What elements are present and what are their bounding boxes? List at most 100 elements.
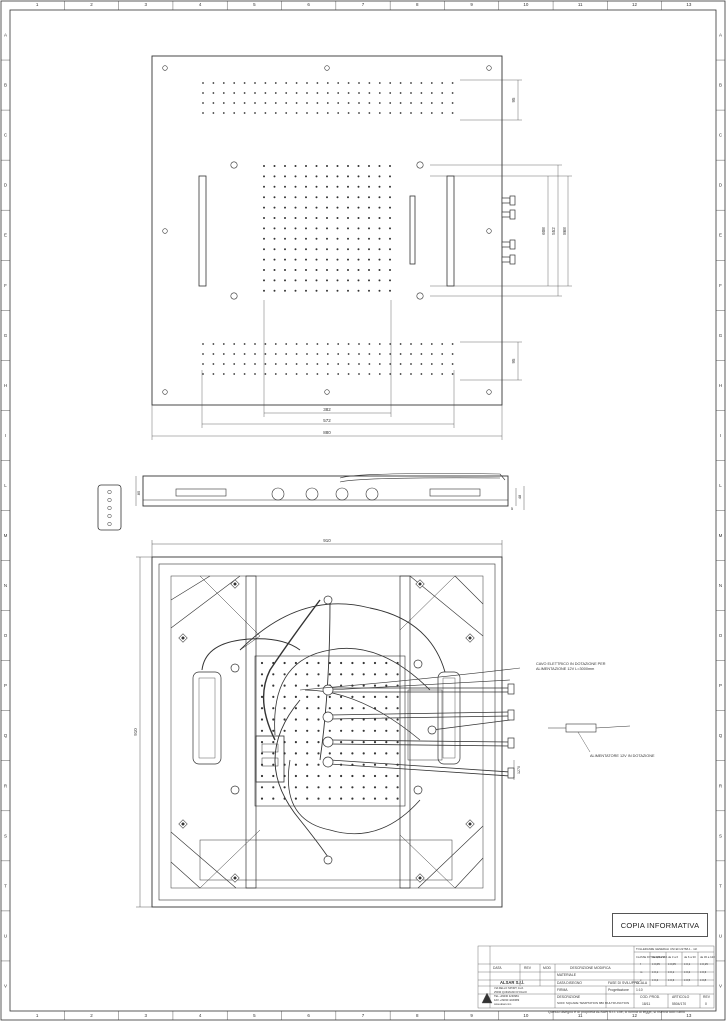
plate-hole xyxy=(317,741,320,744)
plate-hole xyxy=(272,695,275,699)
nozzle xyxy=(389,248,391,251)
plate-hole xyxy=(373,684,377,687)
nozzle xyxy=(264,92,267,94)
nozzle xyxy=(254,353,256,355)
plate-hole xyxy=(272,797,275,800)
nozzle xyxy=(337,102,340,104)
plate-hole xyxy=(373,673,377,676)
screw xyxy=(486,389,492,395)
svg-text:TEL +39030 4230981: TEL +39030 4230981 xyxy=(494,994,519,998)
nozzle xyxy=(378,353,381,355)
plate-hole xyxy=(272,729,275,732)
nozzle xyxy=(347,353,350,355)
inner-frame xyxy=(9,9,717,1012)
plate-hole xyxy=(351,661,354,665)
plate-hole xyxy=(373,741,377,744)
svg-text:CLASSE DI TOLLERANZA: CLASSE DI TOLLERANZA xyxy=(636,955,667,959)
nozzle xyxy=(347,92,350,94)
nozzle xyxy=(389,269,391,271)
nozzle xyxy=(306,102,308,104)
plate-hole xyxy=(328,752,331,755)
nozzle xyxy=(315,175,318,178)
nozzle xyxy=(358,373,360,375)
grid-row-label: V xyxy=(4,983,7,988)
nozzle xyxy=(294,165,297,167)
toll-value: ± 0,05 xyxy=(652,962,660,966)
nozzle xyxy=(389,175,391,178)
plate-hole xyxy=(396,695,399,699)
nozzle xyxy=(347,237,349,240)
grid-row-label: T xyxy=(719,883,722,888)
nozzle xyxy=(305,269,307,271)
nozzle xyxy=(347,373,350,375)
grid-col-label: 9 xyxy=(470,1013,473,1018)
plate-hole xyxy=(306,661,309,665)
nozzle xyxy=(378,206,381,209)
svg-text:COD. PROD.: COD. PROD. xyxy=(640,995,660,999)
screw xyxy=(162,65,168,71)
nozzle xyxy=(243,363,246,365)
nozzle xyxy=(202,82,204,84)
plate-hole xyxy=(306,729,309,732)
nozzle xyxy=(389,279,391,282)
nozzle xyxy=(337,353,340,355)
plate-hole xyxy=(260,797,264,800)
nozzle xyxy=(294,269,297,271)
nozzle xyxy=(378,82,381,84)
nozzle xyxy=(337,82,340,84)
nozzle xyxy=(368,185,370,188)
nozzle xyxy=(326,112,329,114)
nozzle xyxy=(254,343,256,345)
nozzle xyxy=(294,175,297,178)
screw xyxy=(324,65,330,71)
nozzle xyxy=(368,353,371,355)
svg-text:www.alsar.com: www.alsar.com xyxy=(494,1002,511,1006)
grid-row-label: A xyxy=(4,33,7,38)
grid-col-label: 2 xyxy=(90,1013,93,1018)
plate-hole xyxy=(351,774,354,778)
plate-hole xyxy=(306,763,309,766)
nozzle xyxy=(315,185,318,188)
nozzle xyxy=(441,82,444,84)
plate-hole xyxy=(260,673,264,676)
svg-text:FASE DI SVILUPPO: FASE DI SVILUPPO xyxy=(608,981,639,985)
plate-hole xyxy=(328,729,331,732)
grid-col-label: 4 xyxy=(199,2,202,7)
plate-hole xyxy=(317,752,320,755)
nozzle xyxy=(347,269,349,271)
nozzle xyxy=(233,102,236,104)
plate-hole xyxy=(362,752,365,755)
top-view-panel xyxy=(151,55,503,406)
side-view xyxy=(97,473,525,531)
nozzle xyxy=(285,343,288,345)
nozzle xyxy=(273,248,276,251)
plate-hole xyxy=(385,718,388,721)
outlet-fittings xyxy=(230,595,515,865)
grid-row-label: C xyxy=(719,133,723,138)
nozzle xyxy=(430,92,433,94)
nozzle xyxy=(326,343,329,345)
grid-row-label: A xyxy=(719,33,722,38)
nozzle xyxy=(347,206,349,209)
nozzle xyxy=(233,112,236,114)
grid-col-label: 10 xyxy=(523,1013,529,1018)
nozzle xyxy=(284,185,286,188)
plate-hole xyxy=(283,673,286,676)
nozzle xyxy=(254,363,256,365)
nozzle xyxy=(357,185,360,188)
nozzle xyxy=(305,279,307,282)
nozzle xyxy=(284,237,286,240)
nozzle xyxy=(295,363,298,365)
plate-hole xyxy=(362,763,365,766)
nozzle xyxy=(202,102,204,104)
plate-hole xyxy=(373,718,377,721)
nozzle xyxy=(285,82,288,84)
nozzle xyxy=(315,196,318,199)
nozzle xyxy=(430,373,433,375)
nozzle xyxy=(273,269,276,271)
nozzle xyxy=(430,343,433,345)
dim-48: 48 xyxy=(517,494,522,499)
nozzle xyxy=(389,227,391,230)
nozzle xyxy=(315,279,318,282)
